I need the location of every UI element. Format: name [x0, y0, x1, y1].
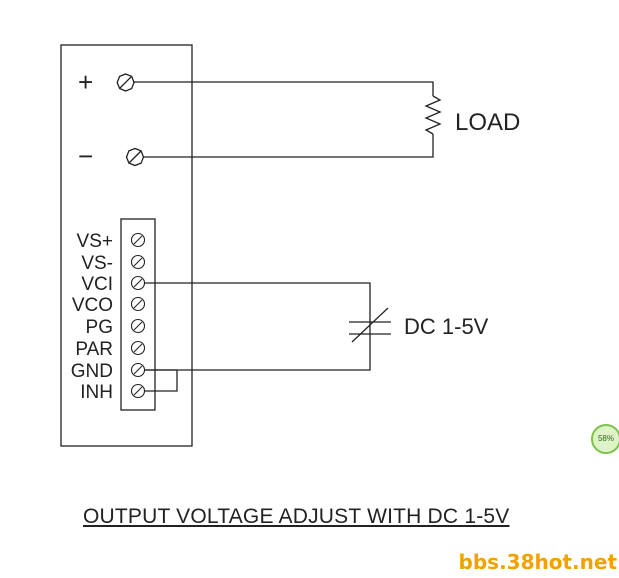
pin-screw-icon: [130, 340, 146, 356]
diagram-caption: OUTPUT VOLTAGE ADJUST WITH DC 1-5V: [83, 505, 510, 528]
pin-screw-icon: [130, 232, 146, 248]
dc-source-label: DC 1-5V: [404, 314, 489, 339]
gnd-inh-jumper: [144, 369, 178, 392]
pin-labels: VS+ VS- VCI VCO PG PAR GND INH: [71, 231, 113, 403]
load-wiring: [134, 81, 442, 158]
pin-label-vs-minus: VS-: [81, 253, 113, 274]
pin-screw-icon: [130, 362, 146, 378]
pin-label-par: PAR: [75, 339, 113, 360]
minus-terminal-label: −: [78, 141, 93, 171]
minus-terminal-screw-icon: [125, 147, 145, 167]
pin-screw-icon: [130, 296, 146, 312]
site-watermark: bbs.38hot.net: [458, 550, 617, 574]
pin-screw-icon: [130, 254, 146, 270]
pin-label-pg: PG: [86, 317, 113, 338]
plus-terminal-screw-icon: [116, 73, 135, 92]
pin-screw-icon: [130, 318, 146, 334]
pin-screw-icon: [130, 383, 146, 399]
pin-label-gnd: GND: [71, 361, 113, 382]
module-outline: [60, 44, 193, 447]
resistor-icon: [424, 95, 442, 135]
pin-screw-icon: [130, 275, 146, 291]
pin-label-vci: VCI: [81, 274, 113, 295]
pin-label-vs-plus: VS+: [77, 231, 113, 252]
dc-source-symbol-icon: [349, 307, 391, 343]
terminal-block: [120, 218, 156, 411]
dc-source-wiring: [144, 282, 371, 392]
load-label: LOAD: [455, 109, 520, 136]
plus-terminal-label: +: [78, 67, 93, 97]
progress-badge[interactable]: 58%: [591, 424, 619, 454]
pin-label-vco: VCO: [72, 295, 113, 316]
pin-label-inh: INH: [80, 382, 113, 403]
